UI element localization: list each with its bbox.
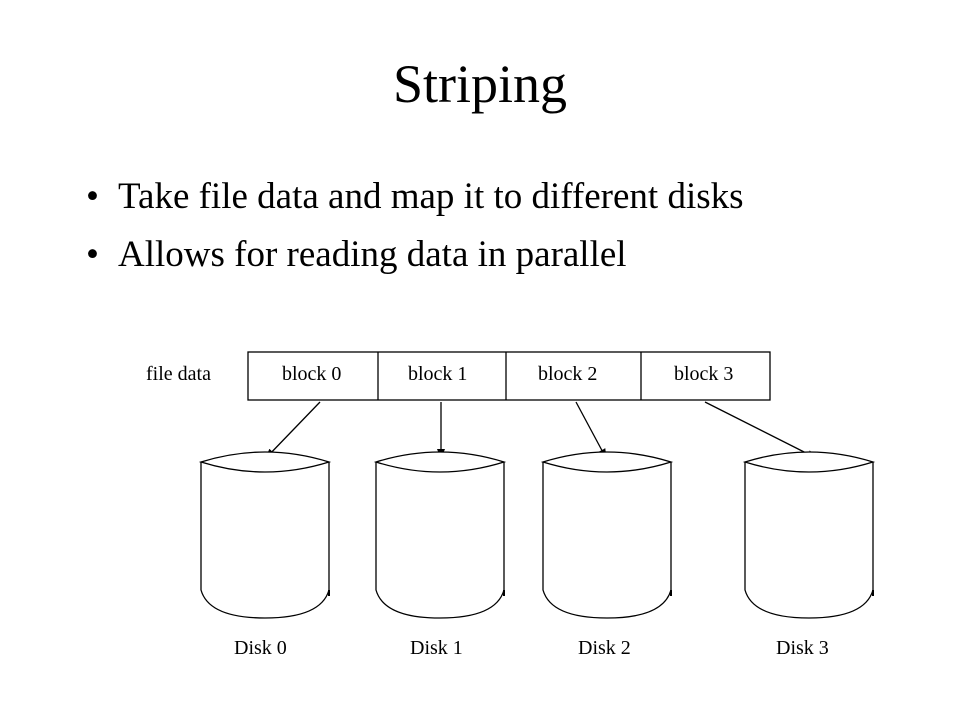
mapping-arrows <box>265 401 817 459</box>
file-block-strip: block 0 block 1 block 2 block 3 <box>247 351 771 401</box>
disk-body <box>744 462 874 619</box>
disk-cylinder <box>540 451 674 619</box>
disk-cylinder <box>742 451 876 619</box>
slide-title: Striping <box>392 54 568 114</box>
disk-label: Disk 2 <box>578 637 631 659</box>
bullet-item: • Allows for reading data in parallel <box>86 226 744 284</box>
bullet-item: • Take file data and map it to different… <box>86 168 744 226</box>
block-label: block 2 <box>538 363 597 385</box>
arrow-block0-to-disk0 <box>265 401 321 459</box>
disk-cylinder <box>373 451 507 619</box>
block-label: block 0 <box>282 363 341 385</box>
disk-top-ellipse <box>540 451 674 473</box>
block-label: block 3 <box>674 363 733 385</box>
file-data-label: file data <box>146 363 211 385</box>
disk-body <box>542 462 672 619</box>
disk-top-ellipse <box>373 451 507 473</box>
bullet-icon: • <box>86 234 99 275</box>
arrow-block3-to-disk3 <box>704 401 817 459</box>
disk-cylinder <box>198 451 332 619</box>
disk-body <box>375 462 505 619</box>
disk-top-ellipse <box>742 451 876 473</box>
file-strip-outline <box>247 351 771 401</box>
disk-label: Disk 1 <box>410 637 463 659</box>
disk-top-ellipse <box>198 451 332 473</box>
arrow-block2-to-disk2 <box>575 401 607 459</box>
disk-label: Disk 3 <box>776 637 829 659</box>
disk-body <box>200 462 330 619</box>
bullet-text: Allows for reading data in parallel <box>118 234 627 275</box>
disk-label: Disk 0 <box>234 637 287 659</box>
bullet-list: • Take file data and map it to different… <box>86 168 744 284</box>
block-label: block 1 <box>408 363 467 385</box>
bullet-icon: • <box>86 176 99 217</box>
bullet-text: Take file data and map it to different d… <box>118 176 744 217</box>
